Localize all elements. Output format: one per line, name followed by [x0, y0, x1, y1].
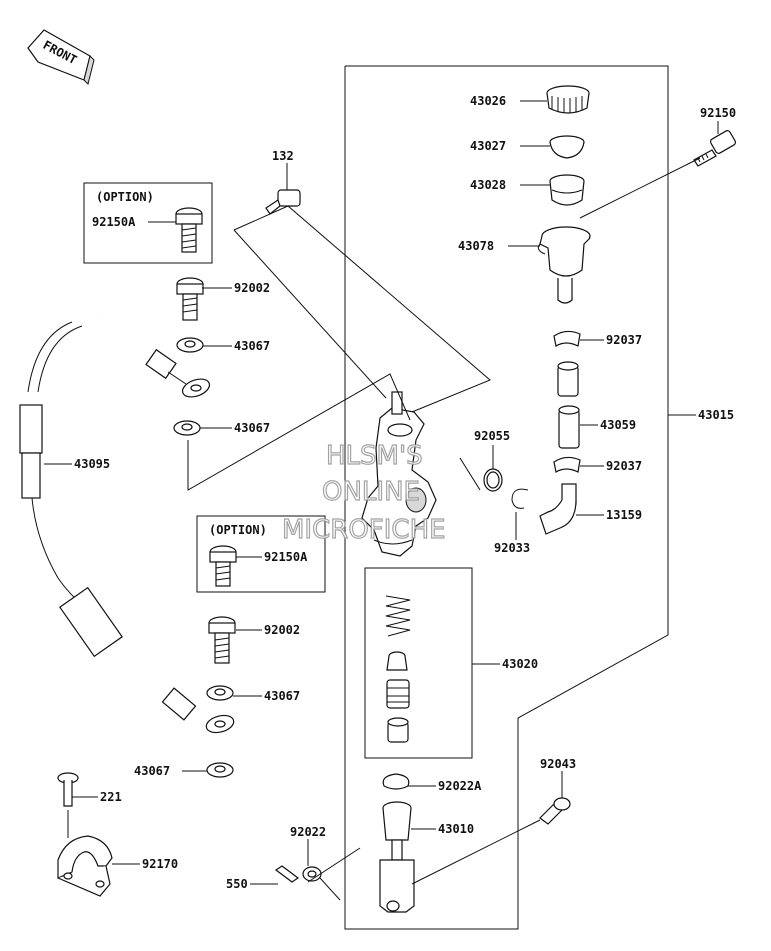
option-box-top: (OPTION)	[83, 182, 213, 264]
label-13159: 13159	[606, 508, 642, 522]
screw-221	[57, 772, 79, 807]
label-43067-d: 43067	[134, 764, 170, 778]
label-92055: 92055	[474, 429, 510, 443]
reservoir-cap-43026	[546, 85, 590, 114]
label-43059: 43059	[600, 418, 636, 432]
bolt-92150	[693, 130, 737, 167]
clamp-92037-a	[553, 330, 581, 347]
cotter-pin-550	[274, 865, 300, 883]
label-132: 132	[272, 149, 294, 163]
piston	[386, 679, 410, 709]
primary-cup	[386, 651, 408, 671]
master-cylinder-body	[361, 391, 437, 557]
push-rod-43010	[379, 801, 415, 913]
piston-kit-43020	[364, 567, 473, 759]
bolt-92150a-top	[175, 207, 203, 253]
watermark: HLSM'S ONLINE MICROFICHE	[281, 440, 446, 545]
banjo-bolt-92002-top	[176, 277, 204, 321]
reservoir-43078	[537, 226, 591, 304]
washer-43067-d	[206, 762, 234, 778]
label-92022: 92022	[290, 825, 326, 839]
label-43078: 43078	[458, 239, 494, 253]
label-92150a-top: 92150A	[92, 215, 136, 229]
fitting-13159	[539, 483, 577, 535]
label-43067-c: 43067	[264, 689, 300, 703]
label-43028: 43028	[470, 178, 506, 192]
label-550: 550	[226, 877, 248, 891]
washer-43067-a	[176, 337, 204, 353]
brake-hose-43095	[19, 315, 235, 734]
pin-92043	[539, 797, 571, 825]
label-221: 221	[100, 790, 122, 804]
label-92022a: 92022A	[438, 779, 482, 793]
option-label-bottom: (OPTION)	[209, 523, 267, 537]
hose-43059	[557, 361, 580, 449]
part-labels: 43026 43027 43028 43078 92150 132 92150A…	[74, 94, 736, 891]
label-43095: 43095	[74, 457, 110, 471]
watermark-line-2: ONLINE	[322, 477, 420, 507]
watermark-line-3: MICROFICHE	[282, 515, 446, 545]
label-92150: 92150	[700, 106, 736, 120]
label-92043: 92043	[540, 757, 576, 771]
label-92033: 92033	[494, 541, 530, 555]
secondary-cup	[387, 717, 409, 743]
diaphragm-plate-43027	[549, 135, 585, 159]
label-43027: 43027	[470, 139, 506, 153]
label-43020: 43020	[502, 657, 538, 671]
option-label-top: (OPTION)	[96, 190, 154, 204]
washer-43067-b	[173, 420, 201, 436]
bolt-132	[265, 189, 301, 215]
option-box-bottom: (OPTION)	[196, 515, 326, 593]
washer-43067-c	[206, 685, 234, 701]
label-92150a-bottom: 92150A	[264, 550, 308, 564]
label-43067-b: 43067	[234, 421, 270, 435]
assembly-outline	[344, 65, 669, 930]
label-43010: 43010	[438, 822, 474, 836]
label-43026: 43026	[470, 94, 506, 108]
leader-lines	[44, 100, 719, 901]
oring-92055	[483, 468, 503, 492]
label-43015: 43015	[698, 408, 734, 422]
clamp-92037-b	[553, 456, 581, 473]
label-43067-a: 43067	[234, 339, 270, 353]
banjo-bolt-92002-bottom	[208, 616, 236, 664]
label-92037-a: 92037	[606, 333, 642, 347]
front-arrow-icon: FRONT	[27, 29, 95, 85]
snap-ring-92022a	[382, 773, 410, 790]
watermark-line-1: HLSM'S	[326, 441, 423, 471]
label-92002-top: 92002	[234, 281, 270, 295]
label-92170: 92170	[142, 857, 178, 871]
diaphragm-43028	[549, 174, 585, 206]
label-92002-bottom: 92002	[264, 623, 300, 637]
bolt-92150a-bottom	[209, 545, 237, 587]
label-92037-b: 92037	[606, 459, 642, 473]
spring	[385, 595, 411, 637]
clamp-92170	[57, 835, 113, 897]
snap-ring-92033	[511, 488, 529, 509]
